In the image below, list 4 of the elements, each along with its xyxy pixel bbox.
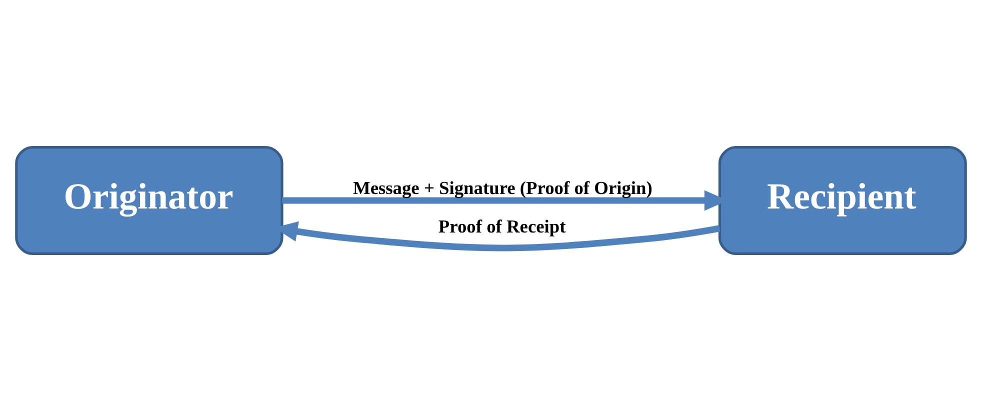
node-box: Originator (15, 146, 284, 256)
edge-label: Proof of Receipt (438, 216, 566, 236)
node-box: Recipient (718, 146, 967, 256)
edge-label: Message + Signature (Proof of Origin) (352, 178, 652, 198)
